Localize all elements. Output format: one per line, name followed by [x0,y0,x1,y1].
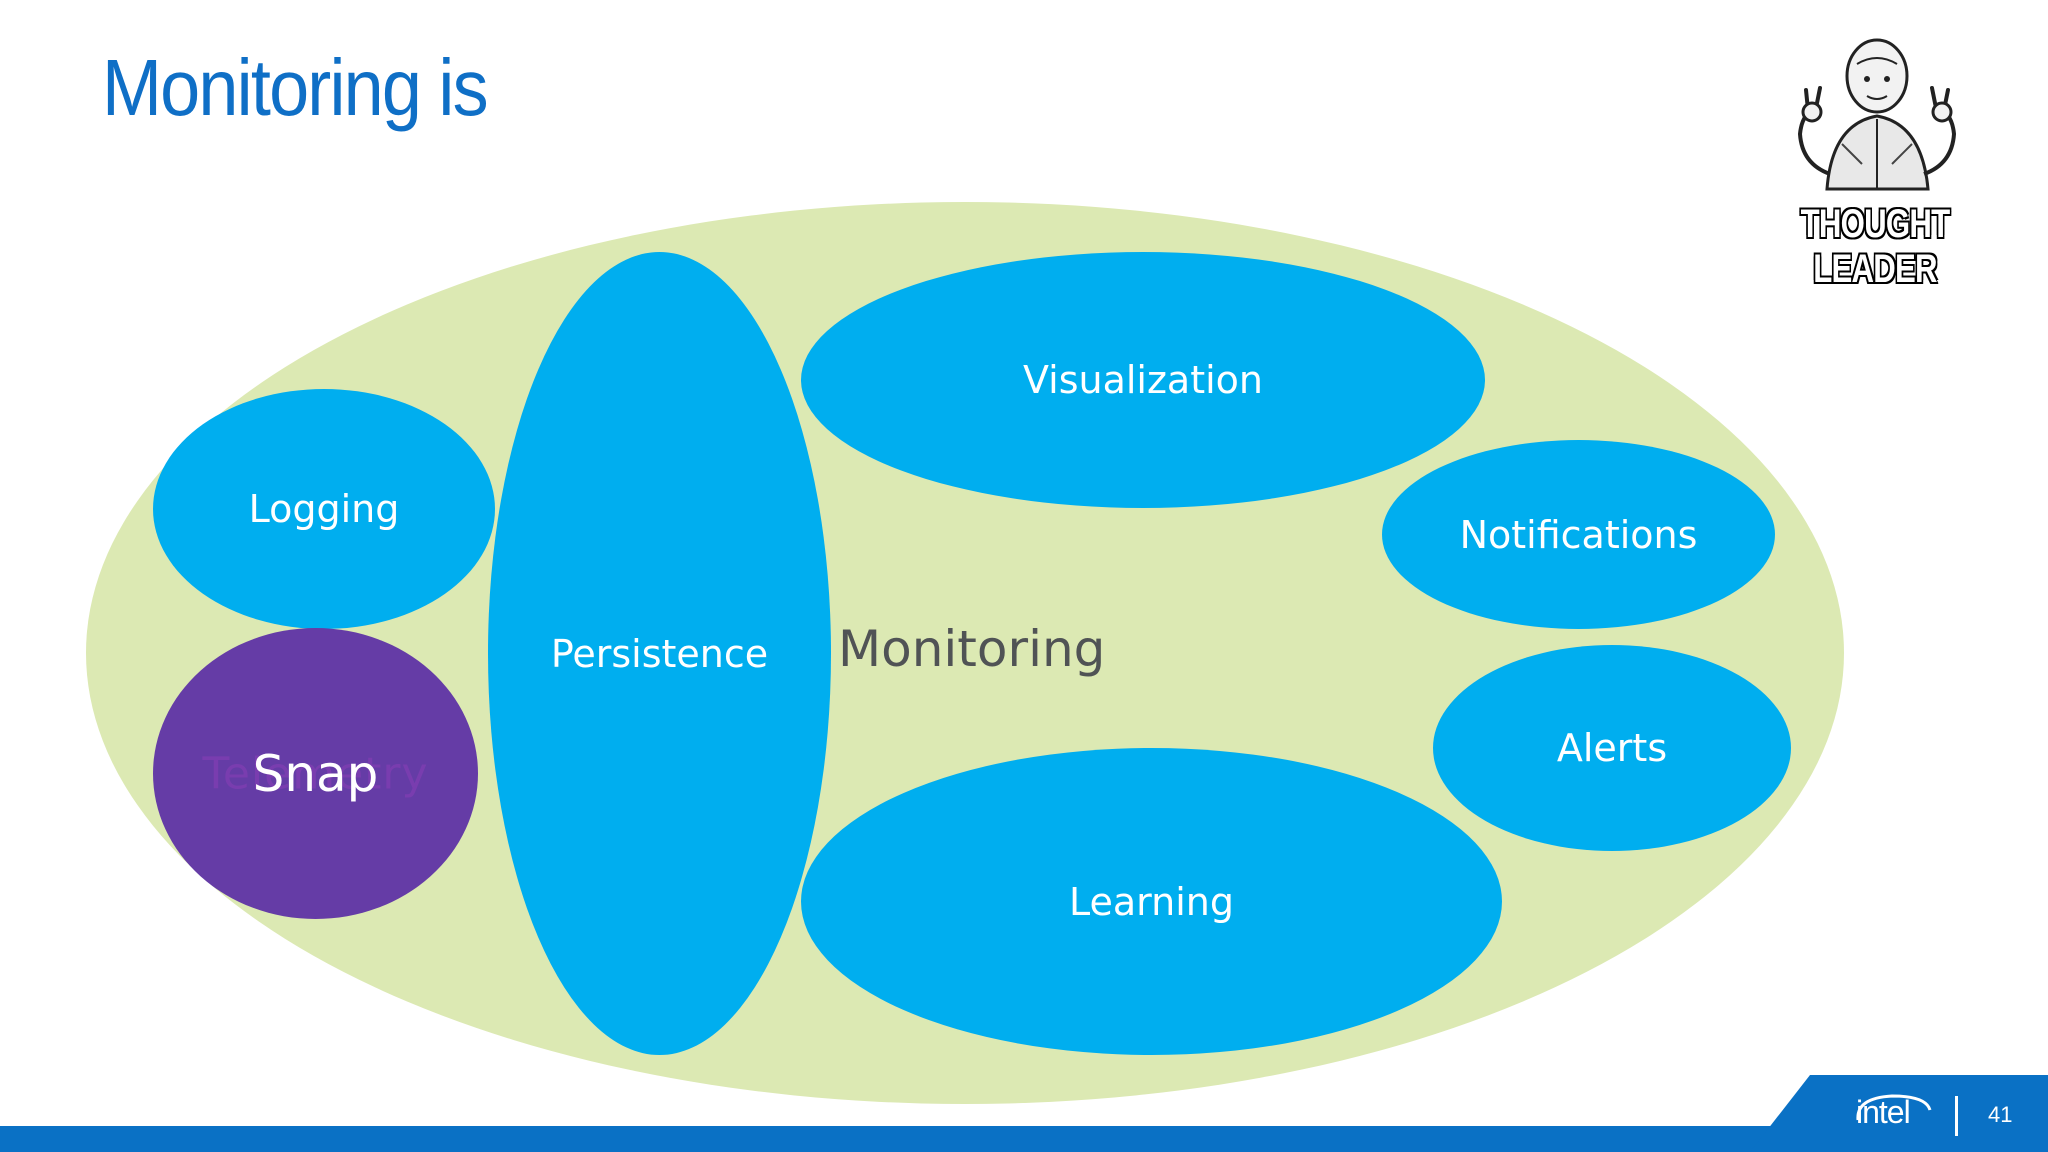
slide-title: Monitoring is [102,43,489,132]
persistence-node: Persistence [488,252,831,1055]
meme-caption: THOUGHT LEADER [1800,201,1951,292]
learning-node: Learning [801,748,1502,1055]
meme-illustration-icon [1797,38,1957,191]
intel-logo-swoosh-icon [1856,1094,1932,1121]
visualization-label: Visualization [1022,358,1264,402]
footer-divider [1955,1096,1958,1136]
notifications-label: Notifications [1459,512,1698,557]
thought-leader-meme-image: THOUGHT LEADER [1722,24,2028,292]
monitoring-label: Monitoring [838,620,1106,678]
notifications-node: Notifications [1382,440,1775,629]
page-number: 41 [1988,1102,2013,1127]
footer-bar [0,1126,2048,1152]
alerts-label: Alerts [1556,726,1668,770]
snap-node: Telemetry Snap [153,628,478,919]
logging-label: Logging [248,487,400,531]
alerts-node: Alerts [1433,645,1791,851]
snap-label: Snap [252,744,379,803]
intel-logo-text: intel [1856,1094,1911,1130]
persistence-label: Persistence [550,631,769,676]
visualization-node: Visualization [801,252,1485,508]
learning-label: Learning [1069,879,1234,924]
snap-underlay-text: Telemetry [202,748,429,799]
logging-node: Logging [153,389,495,629]
